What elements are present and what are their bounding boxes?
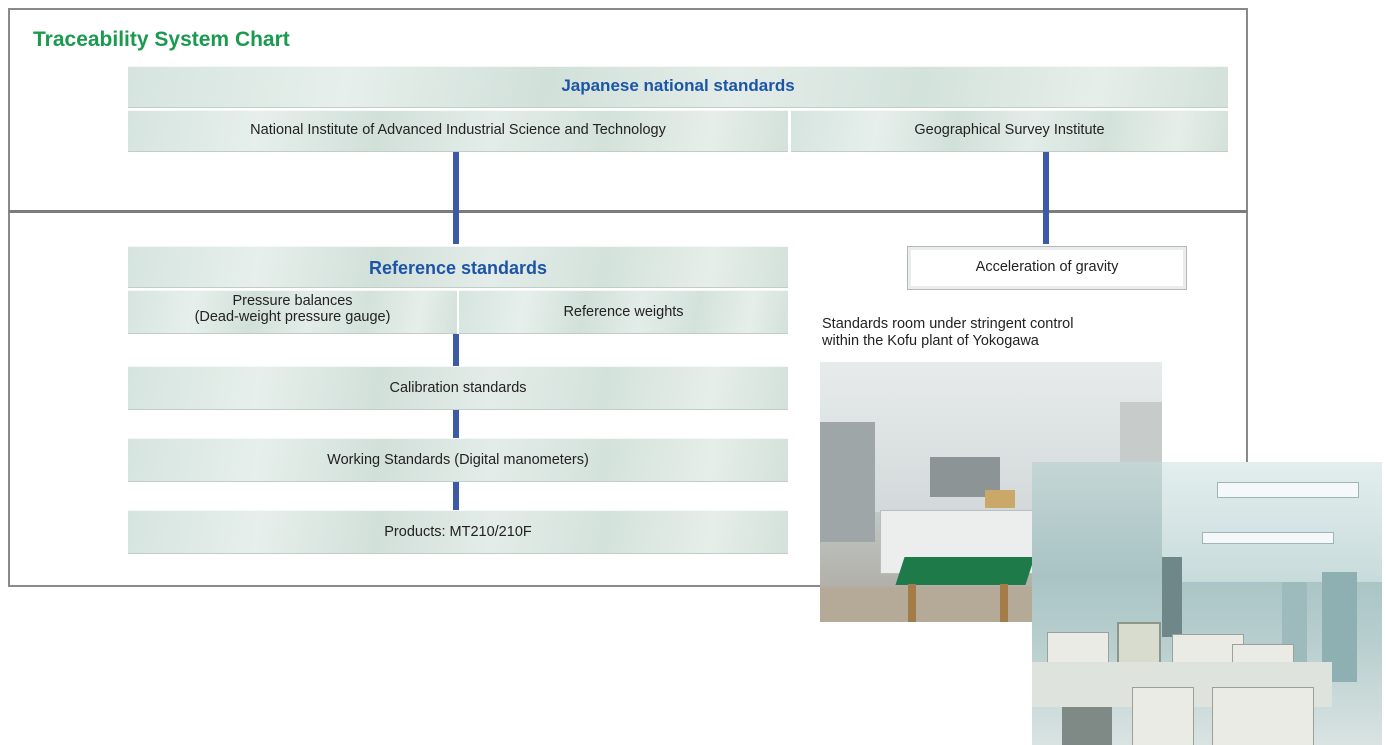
geographical-institute-cell [791,110,1228,152]
national-institute-cell [128,110,788,152]
national-institute-label: National Institute of Advanced Industria… [250,122,666,138]
pressure-balances-cell [128,290,457,334]
acceleration-of-gravity-label: Acceleration of gravity [975,259,1119,275]
calibration-standards-label: Calibration standards [389,380,527,396]
pressure-balances-label: Pressure balances (Dead-weight pressure … [128,293,457,325]
reference-weights-cell [459,290,788,334]
working-standards-label: Working Standards (Digital manometers) [327,452,589,468]
connector-reference-to-calibration [453,334,459,366]
national-standards-header [128,66,1228,108]
products-label: Products: MT210/210F [384,524,532,540]
chart-frame-top [8,8,1248,210]
reference-weights-label: Reference weights [563,304,684,320]
national-standards-heading: Japanese national standards [561,76,795,95]
connector-working-to-products [453,482,459,510]
calibration-standards-box [128,366,788,410]
pressure-balances-line1: Pressure balances [232,293,353,309]
photo2-ceiling-light [1202,532,1334,544]
pressure-balances-line2: (Dead-weight pressure gauge) [194,309,391,325]
working-standards-box [128,438,788,482]
lab-room-photo [1032,462,1382,745]
photo-box [985,490,1015,508]
reference-standards-header [128,246,788,288]
connector-calibration-to-working [453,410,459,438]
photo-table-leg [908,584,916,622]
chart-title: Traceability System Chart [33,28,290,51]
connector-gsi-to-gravity [1043,152,1049,244]
photo2-shadow [1062,707,1112,745]
photo-cabinet [820,422,875,542]
photo-caption-line2: within the Kofu plant of Yokogawa [822,333,1039,349]
geographical-institute-label: Geographical Survey Institute [914,122,1105,138]
photo2-equipment [1162,557,1182,637]
photo2-drawer-unit [1132,687,1194,745]
connector-aist-to-reference [453,152,459,244]
photo2-ceiling-light [1217,482,1359,498]
photo-table-leg [1000,584,1008,622]
photo-caption: Standards room under stringent control w… [822,316,1162,350]
photo-caption-line1: Standards room under stringent control [822,316,1074,332]
photo2-monitor [1117,622,1161,666]
acceleration-of-gravity-box [907,246,1187,290]
photo2-ceiling [1162,462,1382,582]
photo-green-table [895,557,1035,585]
reference-standards-heading: Reference standards [368,258,548,278]
products-box [128,510,788,554]
photo2-drawer-unit [1212,687,1314,745]
